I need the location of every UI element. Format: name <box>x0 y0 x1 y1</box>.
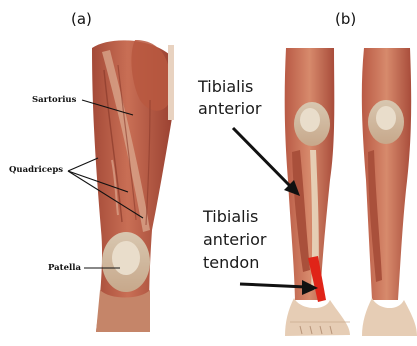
label-tibialis-anterior-line1: Tibialis <box>197 77 253 96</box>
label-patella: Patella <box>48 263 81 273</box>
label-tendon-line1: Tibialis <box>202 207 258 226</box>
label-sartorius: Sartorius <box>32 95 77 105</box>
label-tendon-line2: anterior <box>203 230 267 249</box>
right-lower-leg-illustration <box>362 48 417 336</box>
label-tendon-line3: tendon <box>203 253 259 272</box>
thigh-illustration <box>92 40 174 332</box>
label-tibialis-anterior-line2: anterior <box>198 99 262 118</box>
label-quadriceps: Quadriceps <box>9 165 63 175</box>
